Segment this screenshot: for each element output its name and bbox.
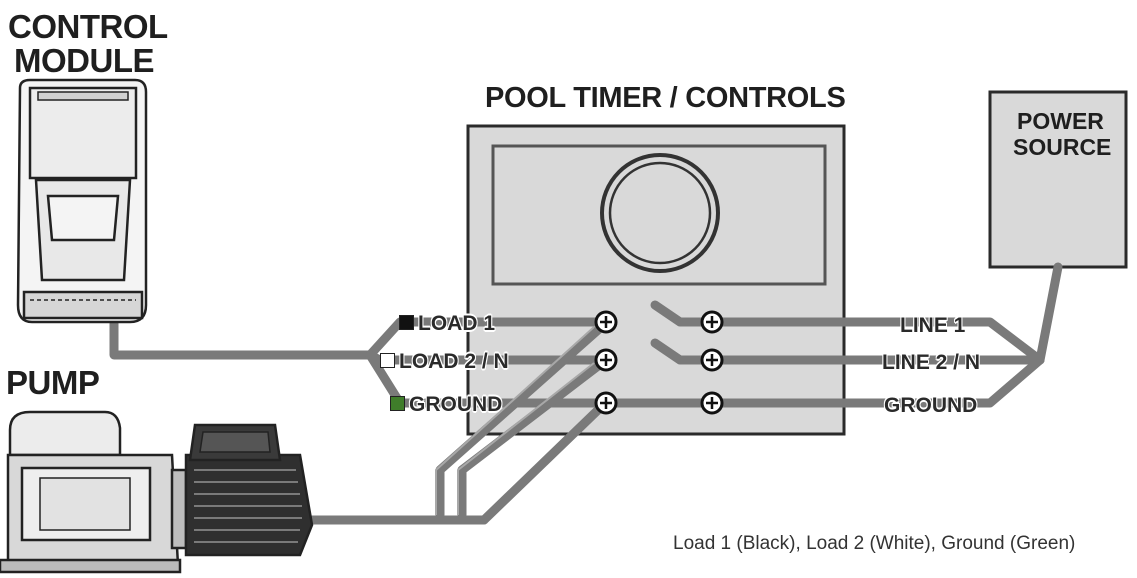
color-legend-caption: Load 1 (Black), Load 2 (White), Ground (… — [673, 533, 1076, 554]
pump-icon — [0, 410, 314, 574]
load1-color-swatch — [399, 315, 414, 330]
terminal-ground-right — [700, 391, 724, 415]
wires — [109, 262, 1063, 525]
pump-title: PUMP — [6, 364, 100, 401]
pump-bundle-2 — [457, 361, 603, 520]
line1-wire — [713, 317, 1045, 365]
load1-label: LOAD 1 — [418, 312, 496, 335]
ground-label-left: GROUND — [409, 393, 503, 416]
ground-color-swatch — [390, 396, 405, 411]
switch-line2 — [650, 338, 710, 365]
control-module-wire — [109, 315, 375, 360]
timer-dial — [600, 153, 720, 273]
control-module-icon — [16, 78, 148, 324]
timer-dial-inner — [608, 161, 712, 265]
pump-bundle-3 — [479, 405, 603, 525]
terminal-ground-left — [594, 391, 618, 415]
load2-label: LOAD 2 / N — [399, 350, 509, 373]
power-feed-wire — [1035, 262, 1063, 365]
terminal-line2 — [700, 348, 724, 372]
line1-label: LINE 1 — [900, 314, 966, 337]
terminal-load1 — [594, 310, 618, 334]
pool-timer-title: POOL TIMER / CONTROLS — [485, 82, 846, 114]
power-source-title-line1: POWER — [1017, 108, 1104, 134]
line2-label: LINE 2 / N — [882, 351, 981, 374]
power-source-box — [988, 90, 1128, 269]
control-module-title-line1: CONTROL — [8, 8, 168, 45]
load2-color-swatch — [380, 353, 395, 368]
terminal-load2 — [594, 348, 618, 372]
ground-label-right: GROUND — [884, 394, 978, 417]
control-module-title-line2: MODULE — [14, 42, 155, 79]
ground-wire-right — [713, 355, 1045, 408]
terminal-line1 — [700, 310, 724, 334]
switch-line1 — [650, 300, 710, 327]
pump-bundle-1 — [435, 325, 603, 520]
terminals — [594, 310, 724, 415]
power-source-title-line2: SOURCE — [1013, 134, 1112, 160]
